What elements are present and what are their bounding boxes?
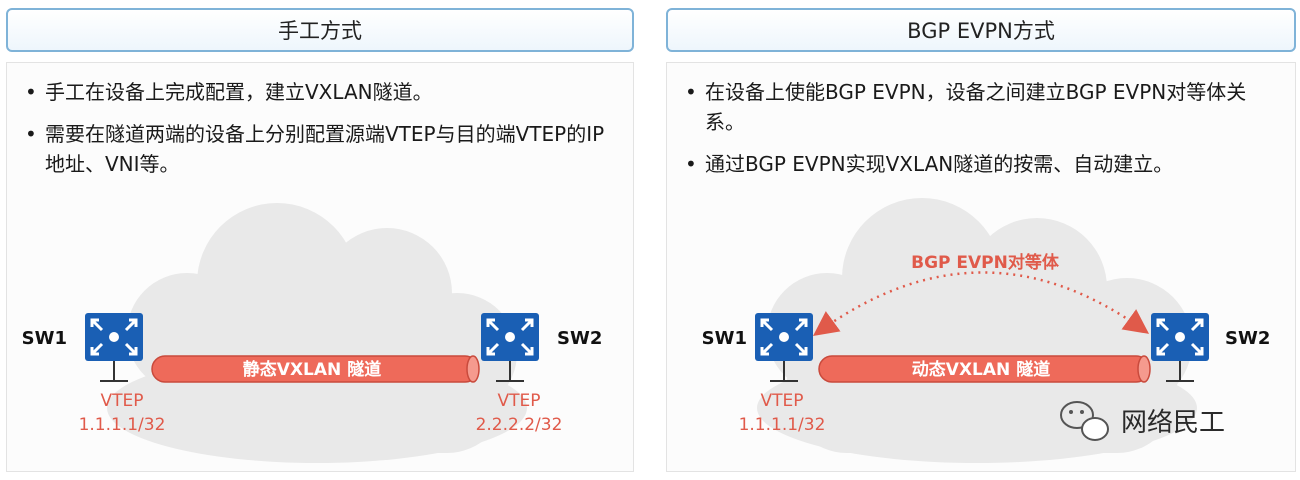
switch-b-label: SW2	[557, 328, 602, 349]
left-panel-title: 手工方式	[6, 8, 634, 52]
left-panel: 手工在设备上完成配置，建立VXLAN隧道。 需要在隧道两端的设备上分别配置源端V…	[6, 62, 634, 472]
switch-a-label: SW1	[22, 328, 67, 349]
switch-icon	[755, 313, 813, 361]
left-bullet-list: 手工在设备上完成配置，建立VXLAN隧道。 需要在隧道两端的设备上分别配置源端V…	[25, 77, 615, 191]
switch-icon	[481, 313, 539, 361]
vtep-a-label: VTEP	[760, 391, 803, 411]
left-diagram: 静态VXLAN 隧道 SW1 VTEP 1.1.1.1/32 SW2 VTEP …	[22, 203, 602, 463]
tunnel: 静态VXLAN 隧道	[151, 355, 480, 383]
cloud-shape	[107, 203, 527, 463]
left-bullet-2: 需要在隧道两端的设备上分别配置源端VTEP与目的端VTEP的IP地址、VNI等。	[25, 119, 615, 179]
switch-icon	[1151, 313, 1209, 361]
tunnel-label: 动态VXLAN 隧道	[912, 359, 1050, 380]
right-bullet-2: 通过BGP EVPN实现VXLAN隧道的按需、自动建立。	[685, 149, 1280, 179]
peer-label: BGP EVPN对等体	[911, 252, 1060, 273]
switch-b-label: SW2	[1225, 328, 1270, 349]
right-bullet-list: 在设备上使能BGP EVPN，设备之间建立BGP EVPN对等体关系。 通过BG…	[685, 77, 1280, 191]
wechat-icon	[1060, 401, 1109, 441]
vtep-b-ip: 2.2.2.2/32	[476, 415, 563, 435]
switch-a-label: SW1	[702, 328, 747, 349]
switch-icon	[85, 313, 143, 361]
vtep-a-ip: 1.1.1.1/32	[739, 415, 826, 435]
tunnel: 动态VXLAN 隧道	[818, 355, 1151, 383]
watermark-text: 网络民工	[1121, 408, 1225, 438]
right-diagram: BGP EVPN对等体 动态VXLAN 隧道 SW1 VTEP 1.1.1.1/…	[702, 198, 1270, 463]
tunnel-label: 静态VXLAN 隧道	[243, 359, 381, 380]
vtep-b-label: VTEP	[497, 391, 540, 411]
left-bullet-1: 手工在设备上完成配置，建立VXLAN隧道。	[25, 77, 615, 107]
vtep-a-label: VTEP	[100, 391, 143, 411]
right-bullet-1: 在设备上使能BGP EVPN，设备之间建立BGP EVPN对等体关系。	[685, 77, 1280, 137]
right-panel: 在设备上使能BGP EVPN，设备之间建立BGP EVPN对等体关系。 通过BG…	[666, 62, 1296, 472]
vtep-a-ip: 1.1.1.1/32	[79, 415, 166, 435]
right-panel-title: BGP EVPN方式	[666, 8, 1296, 52]
